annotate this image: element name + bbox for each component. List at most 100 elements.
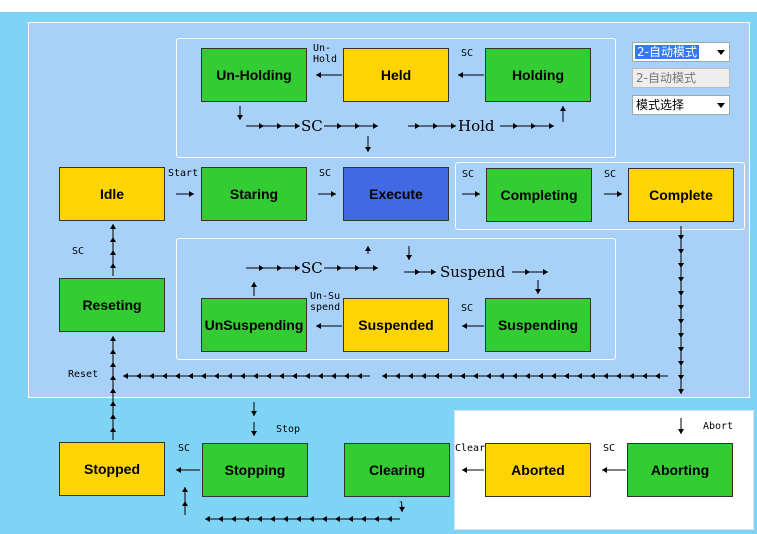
state-starting: Staring <box>201 167 307 221</box>
arrow-head <box>259 265 264 271</box>
state-held: Held <box>343 48 449 102</box>
arrow-head <box>512 373 517 379</box>
arrow-head <box>110 263 116 268</box>
arrow-head <box>678 389 684 394</box>
state-unholding: Un-Holding <box>201 48 307 102</box>
arrow-head <box>110 224 116 229</box>
arrow-head <box>244 516 249 522</box>
mode-select-disabled-value: 2-自动模式 <box>636 71 696 85</box>
state-unsuspending: UnSuspending <box>201 298 307 352</box>
arrow-head <box>305 373 310 379</box>
label-unhold: Un- Hold <box>313 43 338 65</box>
arrow-head <box>590 373 595 379</box>
label-clear: Clear <box>455 443 486 454</box>
arrow-head <box>175 373 180 379</box>
label-start: Start <box>168 168 199 179</box>
arrow-head <box>361 516 366 522</box>
arrow-head <box>205 516 210 522</box>
arrow-head <box>218 516 223 522</box>
arrow-head <box>616 373 621 379</box>
arrow-head <box>433 123 438 129</box>
arrow-head <box>277 265 282 271</box>
arrow-head <box>678 333 684 338</box>
arrow-head <box>395 373 400 379</box>
arrow-head <box>525 373 530 379</box>
label-sc-holding: SC <box>461 48 474 59</box>
arrow-head <box>335 516 340 522</box>
arrow-head <box>678 249 684 254</box>
mode-select-choose[interactable]: 模式选择 <box>632 95 730 115</box>
arrow-head <box>344 373 349 379</box>
arrow-head <box>458 72 463 78</box>
label-sc-resetting: SC <box>72 246 85 257</box>
arrow-head <box>678 263 684 268</box>
label-reset: Reset <box>68 369 99 380</box>
arrow-head <box>227 373 232 379</box>
label-clear-marker: l <box>399 501 406 512</box>
state-resetting: Reseting <box>59 278 165 332</box>
arrow-head <box>189 191 194 197</box>
label-sc-completing: SC <box>604 169 617 180</box>
arrow-head <box>251 431 257 436</box>
arrow-head <box>110 427 116 432</box>
label-sc-aborting: SC <box>603 443 616 454</box>
arrow-head <box>257 516 262 522</box>
arrow-head <box>318 373 323 379</box>
arrow-head <box>309 516 314 522</box>
arrow-head <box>678 375 684 380</box>
arrow-head <box>564 373 569 379</box>
arrow-head <box>431 269 436 275</box>
arrow-head <box>382 373 387 379</box>
arrow-head <box>434 373 439 379</box>
arrow-head <box>408 373 413 379</box>
label-stop: Stop <box>276 424 301 435</box>
chevron-down-icon <box>717 103 725 108</box>
mode-select-disabled: 2-自动模式 <box>632 68 730 88</box>
arrow-head <box>387 516 392 522</box>
arrow-head <box>355 123 360 129</box>
arrow-head <box>231 516 236 522</box>
arrow-head <box>279 373 284 379</box>
arrow-head <box>110 388 116 393</box>
arrow-head <box>577 373 582 379</box>
arrow-head <box>373 265 378 271</box>
state-holding: Holding <box>485 48 591 102</box>
arrow-head <box>415 123 420 129</box>
arrow-head <box>551 373 556 379</box>
arrow-head <box>678 361 684 366</box>
arrow-head <box>543 269 548 275</box>
arrow-head <box>531 123 536 129</box>
arrow-head <box>259 123 264 129</box>
arrow-head <box>251 411 257 416</box>
arrow-head <box>678 429 684 434</box>
arrow-head <box>237 115 243 120</box>
arrow-head <box>331 191 336 197</box>
arrow-head <box>473 373 478 379</box>
flow-text-suspend: Suspend <box>440 263 506 281</box>
arrow-head <box>678 305 684 310</box>
arrow-head <box>110 250 116 255</box>
state-aborted: Aborted <box>485 443 591 497</box>
arrow-head <box>123 373 128 379</box>
arrow-head <box>292 373 297 379</box>
arrow-head <box>525 269 530 275</box>
label-unsuspend: Un-Su spend <box>310 291 341 313</box>
arrow-head <box>462 323 467 329</box>
arrow-head <box>110 362 116 367</box>
arrow-head <box>270 516 275 522</box>
arrow-head <box>176 467 181 473</box>
arrow-head <box>642 373 647 379</box>
state-stopping: Stopping <box>202 443 308 497</box>
arrow-head <box>462 467 467 473</box>
arrow-head <box>451 123 456 129</box>
mode-select-primary[interactable]: 2-自动模式 <box>632 42 730 62</box>
arrow-head <box>149 373 154 379</box>
arrow-head <box>110 414 116 419</box>
arrow-head <box>535 289 541 294</box>
arrow-head <box>678 291 684 296</box>
arrow-head <box>617 191 622 197</box>
arrow-head <box>549 123 554 129</box>
state-execute: Execute <box>343 167 449 221</box>
arrow-head <box>678 319 684 324</box>
arrow-head <box>201 373 206 379</box>
